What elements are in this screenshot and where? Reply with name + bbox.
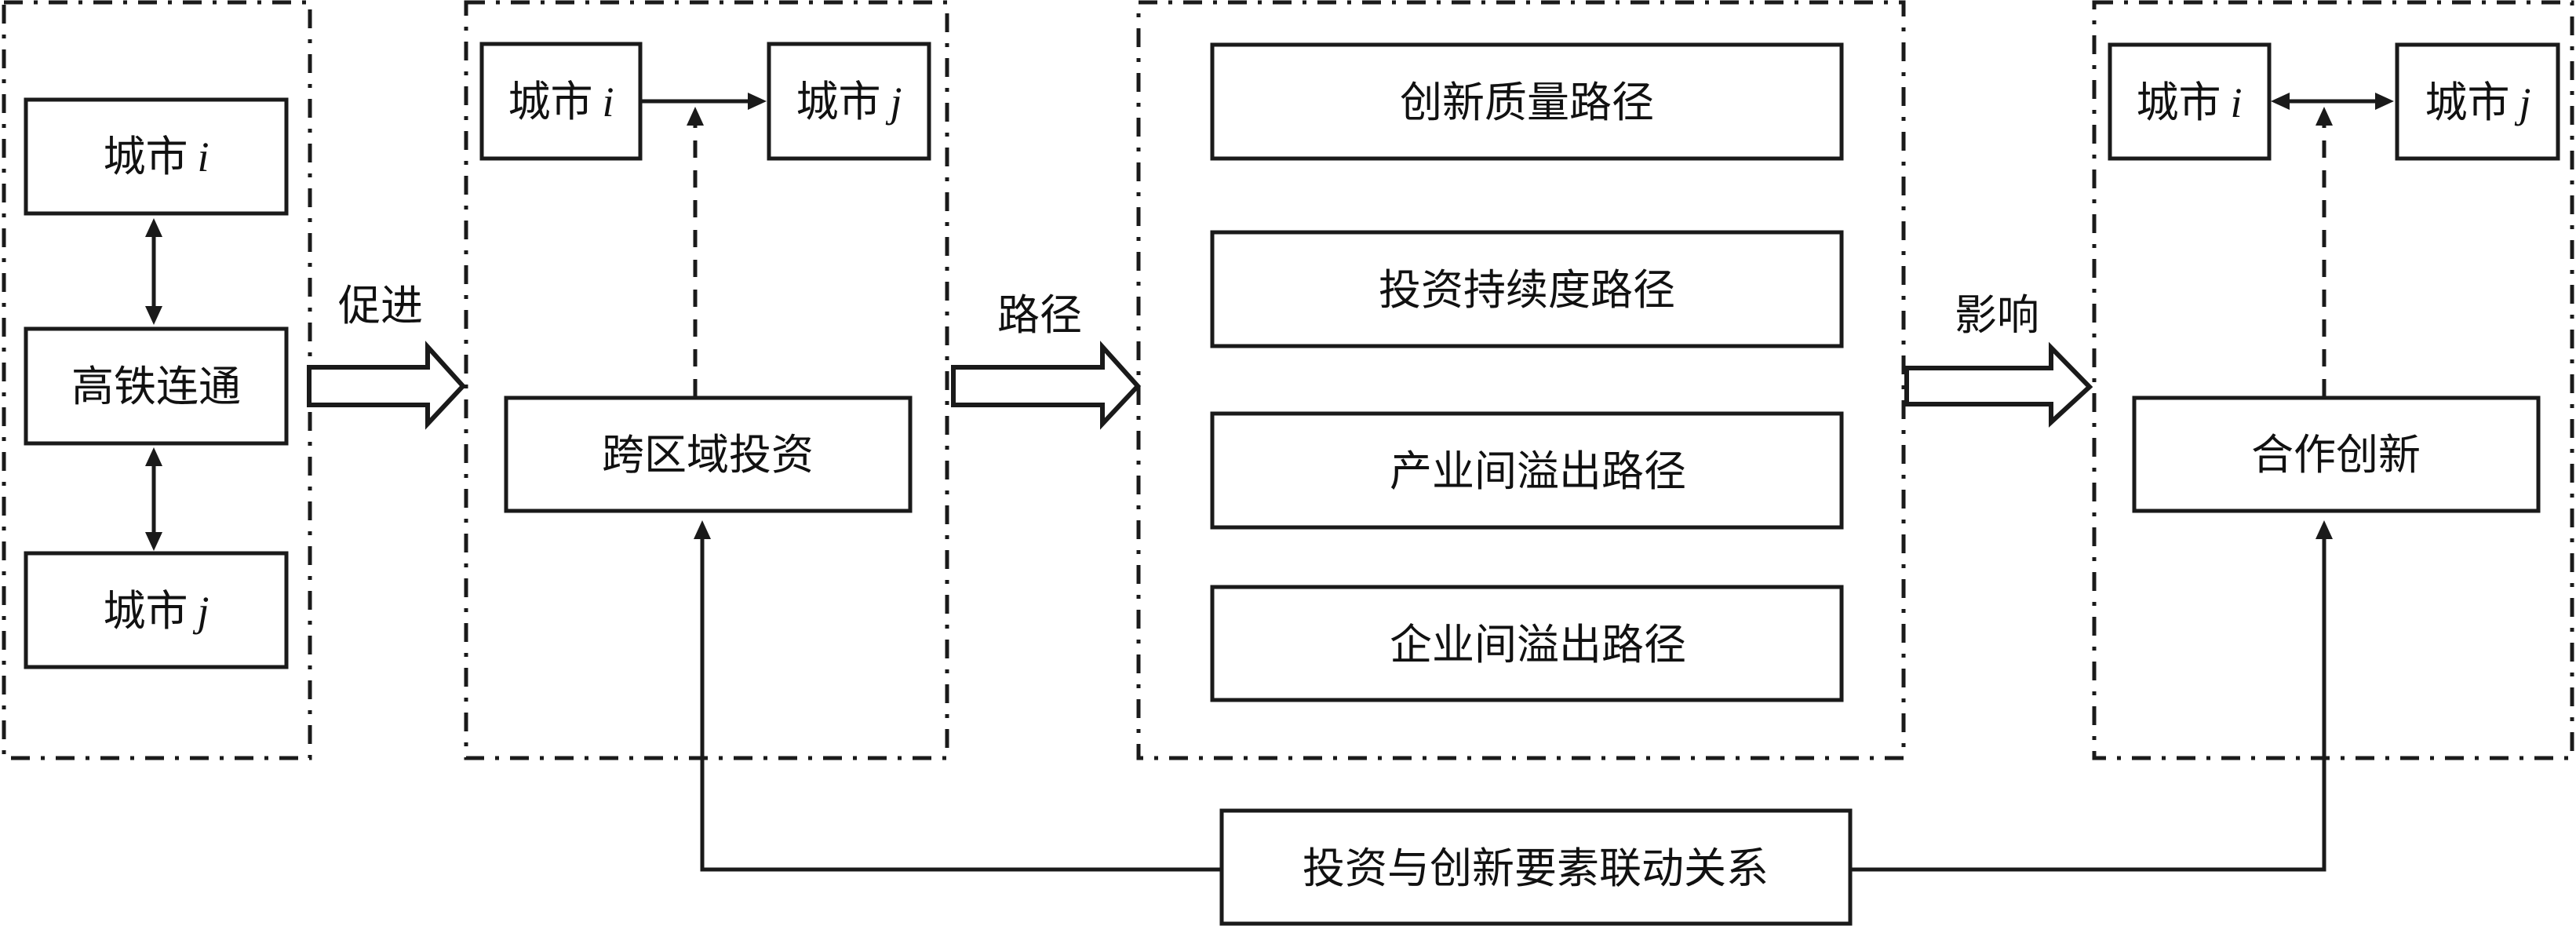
right-block-arrow-icon [307,341,467,430]
svg-text:城市j: 城市j [2425,78,2530,127]
bidirectional-arrow-icon [2271,93,2394,110]
linkage-connector-left [694,520,1222,872]
dashed-up-arrow-icon [687,107,704,396]
right-block-arrow-icon [951,341,1142,430]
node-label: 跨区域投资 [602,430,814,479]
node-label: 高铁连通 [71,362,241,411]
node-label: 创新质量路径 [1400,78,1654,127]
up-arrow-icon [2315,520,2333,539]
node-label: 企业间溢出路径 [1390,620,1686,669]
path-node: 产业间溢出路径 [1210,411,1844,530]
investment-node: 跨区域投资 [504,396,913,513]
node-variable: j [885,78,902,126]
node-label: 城市 [2425,78,2509,127]
node-label: 投资持续度路径 [1379,265,1675,315]
path-node: 创新质量路径 [1210,42,1844,161]
node-label: 城市 [508,77,592,126]
node-label: 城市 [2136,78,2221,127]
right-arrow-icon [642,93,767,110]
arrow2-label: 路径 [997,290,1082,340]
node-label: 城市 [103,132,188,181]
node-label: 合作创新 [2251,430,2421,479]
linkage-connector-right [1850,520,2333,872]
bidirectional-arrow-icon [145,447,162,551]
node-variable: i [197,133,209,180]
path-node: 投资持续度路径 [1210,230,1844,348]
linkage-node: 投资与创新要素联动关系 [1219,808,1853,926]
path-node: 企业间溢出路径 [1210,585,1844,702]
node-variable: j [192,588,209,635]
stage1-hsr-node: 高铁连通 [24,326,289,446]
arrow1-label: 促进 [338,281,423,330]
innovation-node: 合作创新 [2132,396,2541,513]
node-variable: i [2230,79,2242,126]
node-variable: i [602,78,614,126]
node-label: 产业间溢出路径 [1390,447,1686,496]
up-arrow-icon [694,520,711,539]
stage4-container [2092,0,2574,760]
svg-text:城市i: 城市i [103,132,209,181]
svg-text:城市j: 城市j [103,586,209,636]
svg-text:城市i: 城市i [2136,78,2242,127]
dashed-up-arrow-icon [2315,107,2333,396]
node-label: 城市 [103,586,188,636]
arrow3-label: 影响 [1955,290,2039,340]
node-label: 城市 [796,77,880,126]
right-block-arrow-icon [1904,341,2093,428]
node-variable: j [2514,79,2530,126]
bidirectional-arrow-icon [145,218,162,325]
node-label: 投资与创新要素联动关系 [1303,844,1769,893]
svg-text:城市j: 城市j [796,77,902,126]
stage2-container [464,0,949,760]
svg-text:城市i: 城市i [508,77,614,126]
